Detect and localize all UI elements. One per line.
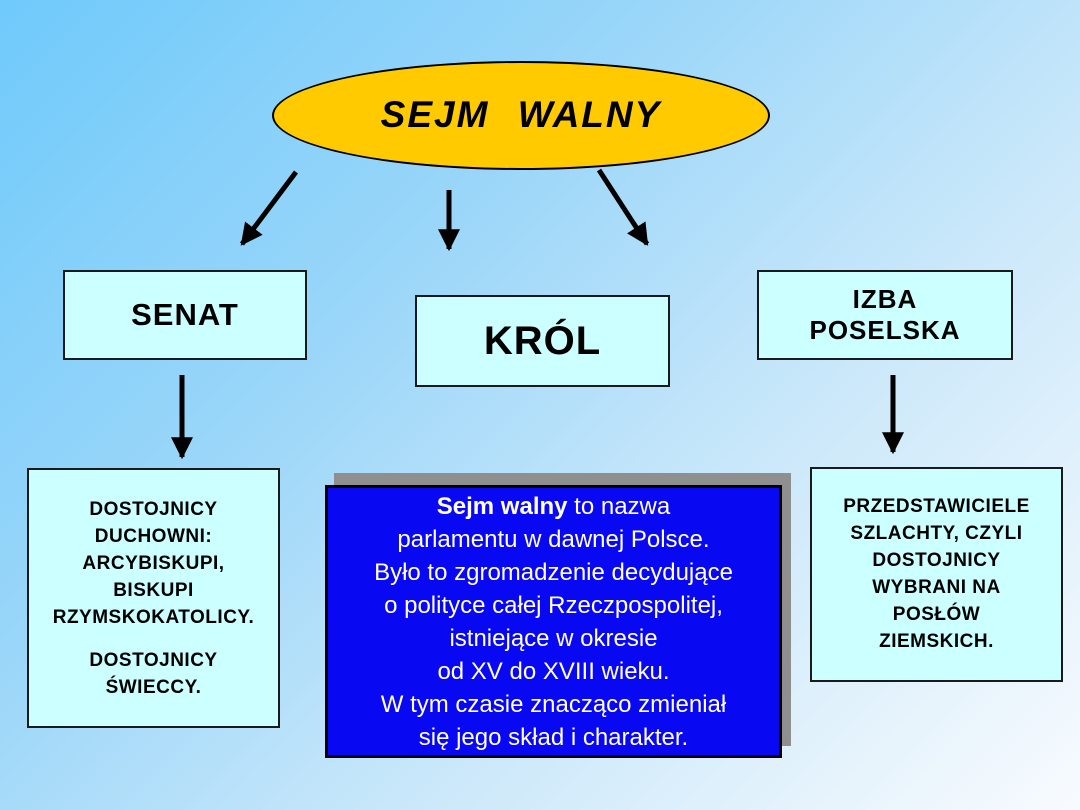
arrow-down-left-icon [240, 170, 298, 246]
detail-line: DOSTOJNICY [872, 550, 1001, 571]
description-line: od XV do XVIII wieku. [437, 658, 670, 685]
detail-line: DOSTOJNICY [89, 499, 218, 520]
description-line: W tym czasie znacząco zmieniał [380, 691, 727, 718]
izba-detail-box: PRZEDSTAWICIELE SZLACHTY, CZYLI DOSTOJNI… [810, 467, 1063, 682]
description-line: Było to zgromadzenie decydujące [374, 559, 733, 586]
senat-detail-paragraph: DOSTOJNICY DUCHOWNI: ARCYBISKUPI, BISKUP… [29, 496, 278, 631]
description-line: istniejące w okresie [449, 625, 658, 652]
detail-line: DUCHOWNI: [94, 526, 213, 547]
description-line: o polityce całej Rzeczpospolitej, [384, 592, 723, 619]
slide-title: SEJM WALNY [380, 93, 662, 135]
description-line: się jego skład i charakter. [418, 724, 689, 751]
senat-label: SENAT [131, 297, 239, 332]
detail-line: ŚWIECCY. [105, 677, 202, 698]
detail-line: DOSTOJNICY [89, 650, 218, 671]
detail-line: ZIEMSKICH. [879, 631, 994, 652]
detail-line: PRZEDSTAWICIELE [843, 496, 1030, 517]
senat-detail-paragraph: DOSTOJNICY ŚWIECCY. [29, 647, 278, 701]
izba-poselska-box: IZBA POSELSKA [757, 270, 1013, 360]
detail-line: SZLACHTY, CZYLI [850, 523, 1023, 544]
izba-label-line: IZBA [852, 284, 918, 314]
sejm-walny-ellipse: SEJM WALNY [272, 61, 770, 170]
krol-box: KRÓL [415, 295, 670, 387]
description-line-text: to nazwa [567, 493, 671, 520]
izba-label-line: POSELSKA [809, 315, 961, 345]
detail-line: RZYMSKOKATOLICY. [52, 607, 255, 628]
description-line: parlamentu w dawnej Polsce. [397, 526, 710, 553]
description-line: Sejm walny to nazwa [328, 490, 779, 523]
detail-line: ARCYBISKUPI, [82, 553, 225, 574]
detail-line: BISKUPI [113, 580, 194, 601]
description-bold-lead: Sejm walny [436, 493, 568, 520]
description-box: Sejm walny to nazwa parlamentu w dawnej … [325, 485, 782, 758]
detail-line: POSŁÓW [892, 604, 981, 625]
krol-label: KRÓL [483, 318, 602, 363]
arrow-down-right-icon [596, 168, 650, 246]
detail-line: WYBRANI NA [872, 577, 1001, 598]
senat-detail-box: DOSTOJNICY DUCHOWNI: ARCYBISKUPI, BISKUP… [27, 468, 280, 728]
senat-box: SENAT [63, 270, 307, 360]
